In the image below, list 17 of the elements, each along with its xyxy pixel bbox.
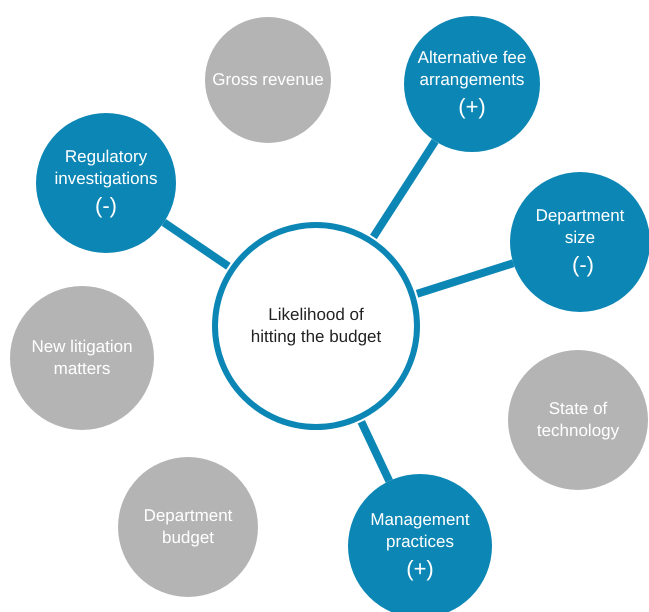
effect-sign: (-) <box>95 192 117 220</box>
effect-sign: (+) <box>406 554 434 583</box>
factor-label: Regulatory investigations <box>53 146 158 190</box>
factor-label: Department size <box>534 204 626 249</box>
factor-label: Alternative fee arrangements <box>416 46 528 91</box>
factor-label: Department budget <box>142 504 234 549</box>
connector-line <box>162 219 231 270</box>
factor-label: New litigation matters <box>30 336 134 380</box>
connector-line <box>358 420 393 483</box>
connector-line <box>416 259 514 298</box>
center-label: Likelihood of hitting the budget <box>250 304 382 348</box>
effect-sign: (-) <box>572 250 594 279</box>
effect-sign: (+) <box>458 92 486 121</box>
connector-line <box>370 139 439 240</box>
factor-label: Gross revenue <box>212 68 324 91</box>
factor-label: Management practices <box>369 508 471 553</box>
factor-label: State of technology <box>536 398 620 442</box>
